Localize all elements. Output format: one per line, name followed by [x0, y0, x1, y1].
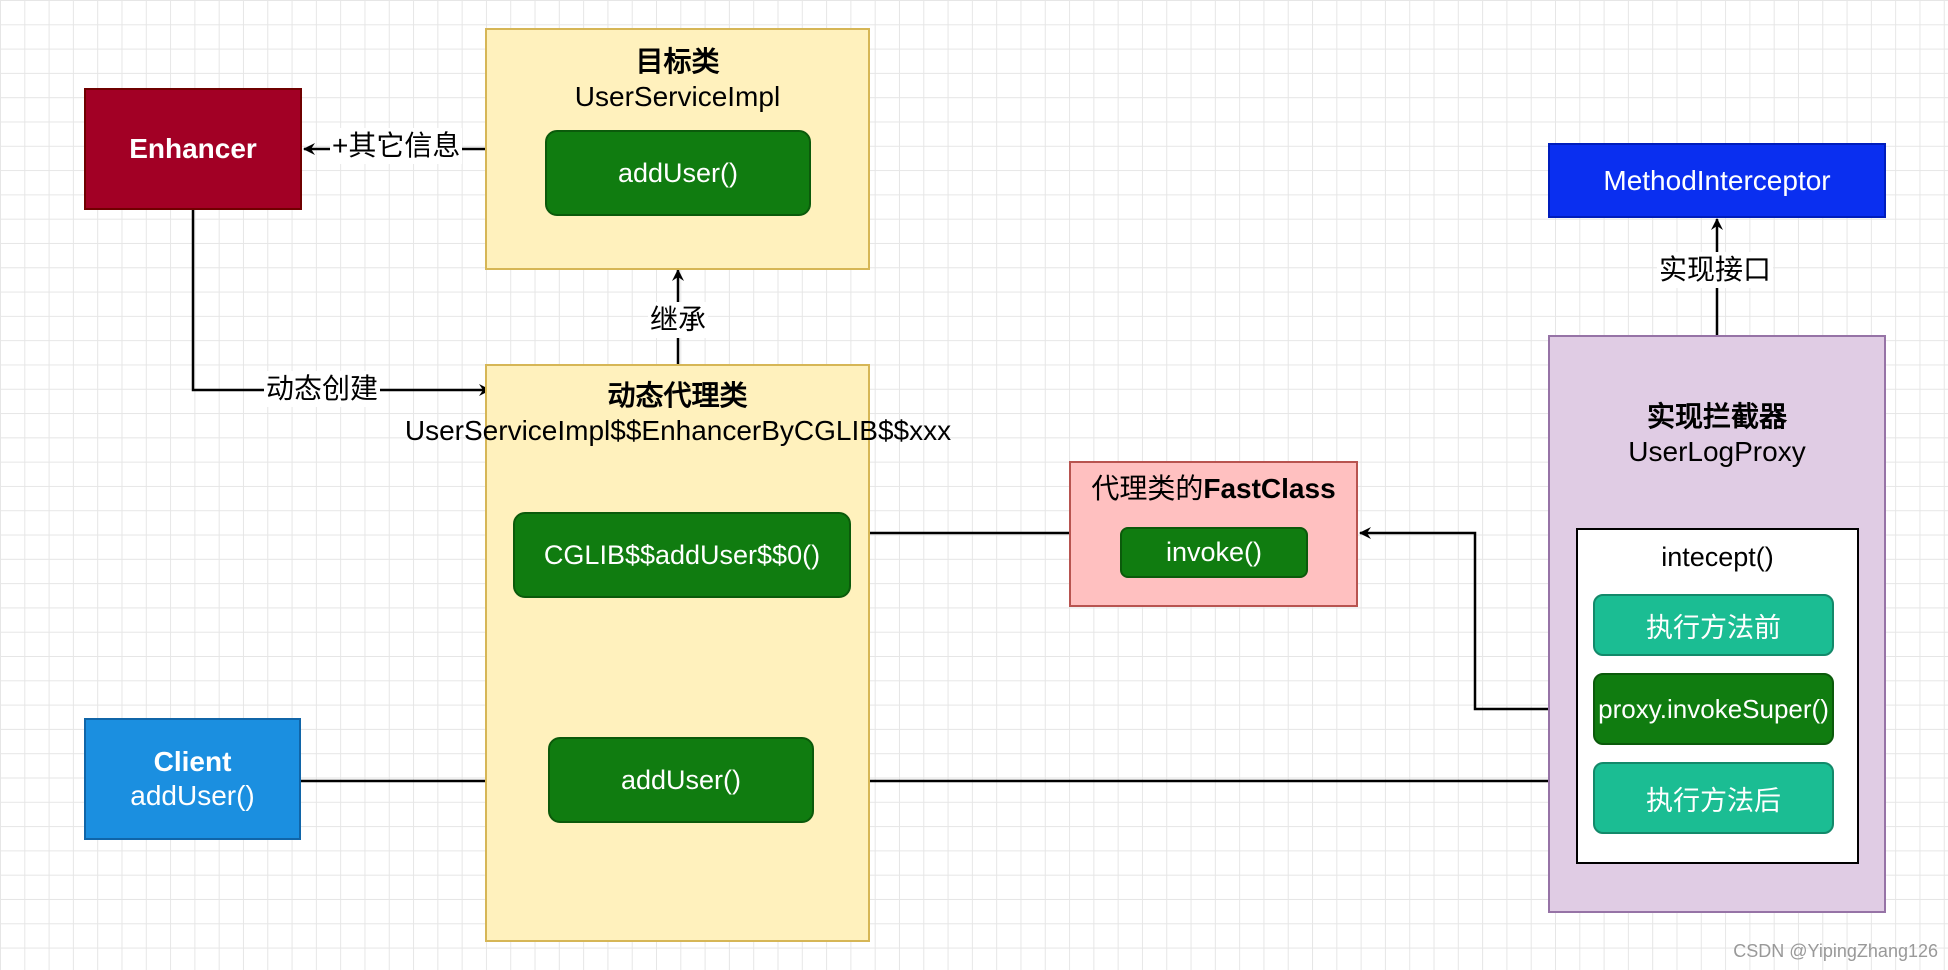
watermark: CSDN @YipingZhang126 [1733, 941, 1938, 961]
enhancer-label: Enhancer [129, 133, 257, 164]
proxy-adduser-label: addUser() [620, 764, 742, 795]
target-class-title: 目标类 [635, 46, 720, 77]
fastclass-node[interactable]: 代理类的FastClass [1069, 461, 1358, 607]
cglib-adduser-method[interactable]: CGLIB$$addUser$$0() [513, 512, 851, 598]
edge-label-implement-interface: 实现接口 [1657, 252, 1774, 288]
client-title: Client [153, 746, 232, 777]
client-method: addUser() [130, 780, 255, 811]
fastclass-invoke-method[interactable]: invoke() [1120, 527, 1308, 578]
intercept-method-title: intecept() [1661, 542, 1774, 572]
target-adduser-method[interactable]: addUser() [545, 130, 811, 216]
fastclass-title: 代理类的FastClass [1071, 471, 1356, 506]
method-interceptor-node[interactable]: MethodInterceptor [1548, 143, 1886, 218]
proxy-class-node[interactable] [485, 364, 870, 942]
client-node[interactable]: Client addUser() [84, 718, 301, 840]
fastclass-title-bold: FastClass [1203, 473, 1336, 504]
interceptor-title: 实现拦截器 [1646, 401, 1787, 432]
invoke-super-step[interactable]: proxy.invokeSuper() [1593, 673, 1834, 745]
after-method-label: 执行方法后 [1646, 785, 1781, 816]
method-interceptor-label: MethodInterceptor [1603, 164, 1831, 196]
after-method-step[interactable]: 执行方法后 [1593, 762, 1834, 834]
proxy-class-title: 动态代理类 [607, 380, 748, 411]
fastclass-invoke-label: invoke() [1165, 537, 1263, 567]
proxy-adduser-method[interactable]: addUser() [548, 737, 814, 823]
invoke-super-label: proxy.invokeSuper() [1598, 693, 1829, 724]
target-class-name: UserServiceImpl [574, 81, 781, 112]
before-method-label: 执行方法前 [1646, 612, 1781, 643]
enhancer-node[interactable]: Enhancer [84, 88, 302, 210]
cglib-adduser-label: CGLIB$$addUser$$0() [543, 539, 821, 570]
interceptor-name: UserLogProxy [1628, 436, 1806, 467]
before-method-step[interactable]: 执行方法前 [1593, 594, 1834, 656]
edge-label-inherit: 继承 [648, 302, 709, 338]
target-adduser-label: addUser() [617, 157, 739, 188]
edge-label-other-info: +其它信息 [330, 128, 463, 164]
edge-invokesuper-to-fastclass [1359, 527, 1594, 711]
edge-label-dynamic-create: 动态创建 [264, 371, 381, 407]
proxy-class-name: UserServiceImpl$$EnhancerByCGLIB$$xxx [404, 415, 952, 446]
edge-dynamic-create [191, 210, 491, 396]
fastclass-title-prefix: 代理类的 [1091, 473, 1204, 504]
